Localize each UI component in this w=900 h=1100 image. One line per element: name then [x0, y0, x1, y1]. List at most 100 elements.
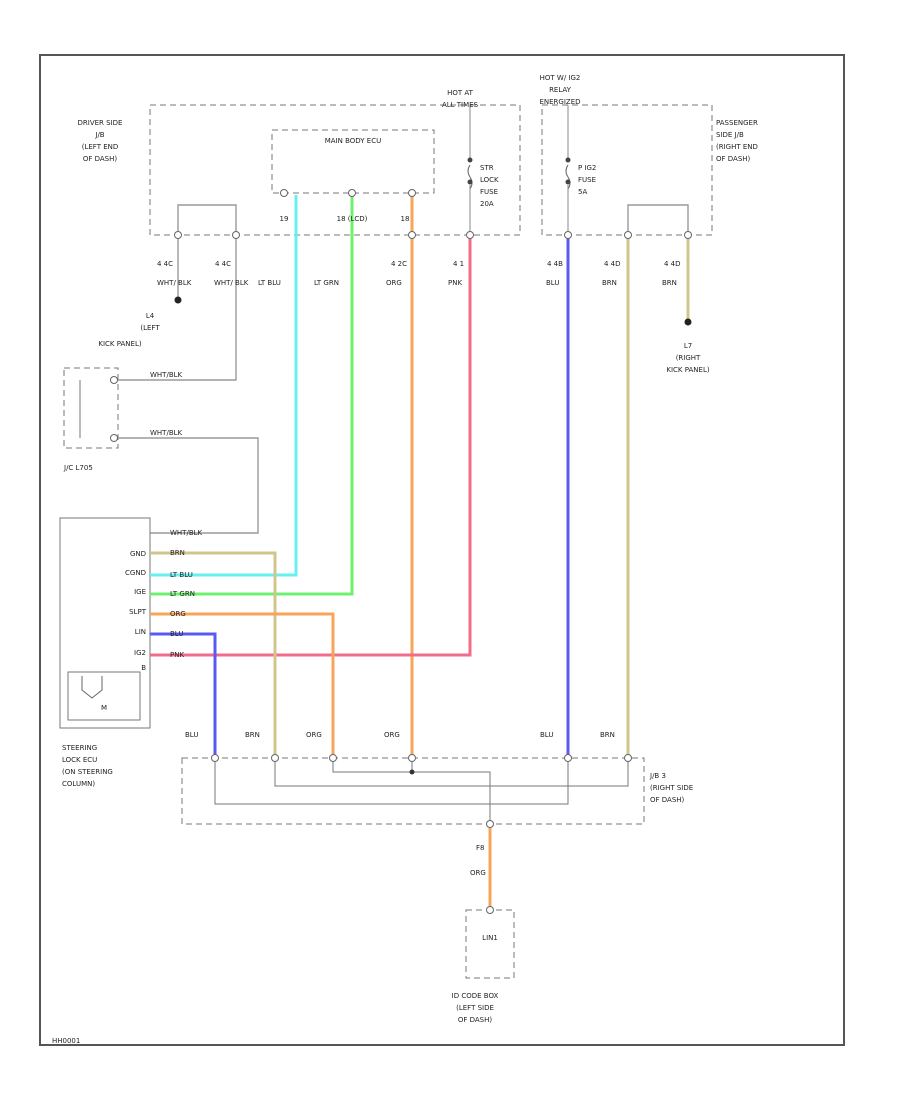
jc-wire-1: WHT/BLK [150, 371, 183, 379]
id-code-box [465, 909, 515, 979]
term-ige: IGE [134, 588, 146, 596]
connector-pin [624, 754, 632, 762]
conn-id-2: 4 4C [215, 260, 231, 268]
hot-at-all-times-2: ALL TIMES [442, 101, 479, 109]
connector-pin [211, 754, 219, 762]
jb3-internal-brn [274, 760, 629, 787]
wire-label-lt-blu: LT BLU [258, 279, 281, 287]
connector-pin [408, 754, 416, 762]
ground-left-3: KICK PANEL) [98, 340, 141, 348]
wire-label-wht-blk-2: WHT/ BLK [214, 279, 249, 287]
connector-pin [624, 231, 632, 239]
driver-jb-label-1: DRIVER SIDE [78, 119, 123, 127]
ecu-wire-org: ORG [170, 610, 186, 618]
id-code-box-label: ID CODE BOX (LEFT SIDE OF DASH) [452, 992, 499, 1024]
ground-l7 [684, 235, 692, 326]
steering-label-4: COLUMN) [62, 780, 95, 788]
driver-jb-label: DRIVER SIDE J/B (LEFT END OF DASH) [78, 119, 123, 163]
ground-right-1: L7 [684, 342, 692, 350]
str-fuse-2: LOCK [480, 176, 499, 184]
wire-label-brn-2: BRN [662, 279, 677, 287]
driver-jb-label-3: (LEFT END [82, 143, 119, 151]
ecu-pin-1: 19 [280, 215, 289, 223]
ecu-wire-lt-grn: LT GRN [170, 590, 195, 598]
footer-code: HH0001 [52, 1037, 80, 1045]
wire-label-wht-blk-1: WHT/ BLK [157, 279, 192, 287]
id-box-label-1: ID CODE BOX [452, 992, 499, 1000]
jb3-label-3: OF DASH) [650, 796, 685, 804]
bottom-wire-brn-1: BRN [245, 731, 260, 739]
jb3-label-2: (RIGHT SIDE [650, 784, 693, 792]
ecu-wire-blu: BLU [170, 630, 183, 638]
driver-jb-internal-link [177, 204, 237, 235]
passenger-jb-label-4: OF DASH) [716, 155, 751, 163]
ground-right-label: L7 (RIGHT KICK PANEL) [666, 342, 709, 374]
connector-pin [271, 754, 279, 762]
term-slpt: SLPT [129, 608, 147, 616]
connector-pin [564, 754, 572, 762]
ig2-fuse-2: FUSE [578, 176, 596, 184]
driver-jb-label-2: J/B [94, 131, 104, 139]
str-lock-fuse [467, 105, 473, 233]
term-lin: LIN [135, 628, 146, 636]
steering-ecu-label: STEERING LOCK ECU (ON STEERING COLUMN) [62, 744, 113, 788]
hot-w-ig2-1: HOT W/ IG2 [540, 74, 581, 82]
connector-glyphs [110, 189, 692, 914]
jc-l705-box [63, 367, 119, 449]
steering-label-3: (ON STEERING [62, 768, 113, 776]
jb3-label: J/B 3 (RIGHT SIDE OF DASH) [649, 772, 693, 804]
jc-label: J/C L705 [63, 464, 93, 472]
ecu-pin-3: 18 [401, 215, 410, 223]
ecu-wire-wht-blk: WHT/BLK [170, 529, 203, 537]
connector-pin [232, 231, 240, 239]
wire-blu-ecu [150, 632, 217, 758]
conn-id-7: 4 4D [664, 260, 681, 268]
conn-id-5: 4 4B [547, 260, 563, 268]
connector-pin [110, 376, 118, 384]
connector-pin [564, 231, 572, 239]
ground-left-1: L4 [146, 312, 155, 320]
wire-brn-ecu [150, 551, 277, 758]
conn-id-4: 4 1 [453, 260, 464, 268]
ig2-fuse [565, 105, 571, 233]
ecu-wire-pnk: PNK [170, 651, 184, 659]
driver-side-jb-box [149, 104, 521, 236]
connector-pin [408, 189, 416, 197]
id-box-wire: ORG [470, 869, 486, 877]
id-box-pin: F8 [476, 844, 484, 852]
str-fuse-4: 20A [480, 200, 494, 208]
term-b: B [141, 664, 146, 672]
ground-right-3: KICK PANEL) [666, 366, 709, 374]
connector-pin [348, 189, 356, 197]
steering-motor-box [67, 671, 141, 721]
str-lock-fuse-label: STR LOCK FUSE 20A [480, 164, 499, 208]
jb3-label-1: J/B 3 [649, 772, 666, 780]
connector-pin [466, 231, 474, 239]
id-box-label-3: OF DASH) [458, 1016, 493, 1024]
wire-lt-blu [150, 195, 298, 577]
wire-label-lt-grn: LT GRN [314, 279, 339, 287]
ground-l4 [174, 235, 182, 304]
connector-pin [280, 189, 288, 197]
connector-pin [110, 434, 118, 442]
conn-id-3: 4 2C [391, 260, 407, 268]
steering-label-1: STEERING [62, 744, 97, 752]
bottom-wire-org-1: ORG [306, 731, 322, 739]
ecu-wire-lt-blu: LT BLU [170, 571, 193, 579]
splice-dot [409, 769, 415, 775]
ecu-pin-2: 18 (LCD) [337, 215, 368, 223]
passenger-jb-label-2: SIDE J/B [716, 131, 744, 139]
bottom-wire-brn-2: BRN [600, 731, 615, 739]
str-fuse-1: STR [480, 164, 494, 172]
steering-lock-ecu-box [59, 517, 151, 729]
wire-label-pnk: PNK [448, 279, 462, 287]
wire-label-blu: BLU [546, 279, 559, 287]
conn-id-1: 4 4C [157, 260, 173, 268]
connector-pin [408, 231, 416, 239]
steering-label-2: LOCK ECU [62, 756, 97, 764]
bottom-wire-org-2: ORG [384, 731, 400, 739]
wire-label-org: ORG [386, 279, 402, 287]
ig2-fuse-1: P IG2 [578, 164, 596, 172]
jc-wire-2: WHT/BLK [150, 429, 183, 437]
